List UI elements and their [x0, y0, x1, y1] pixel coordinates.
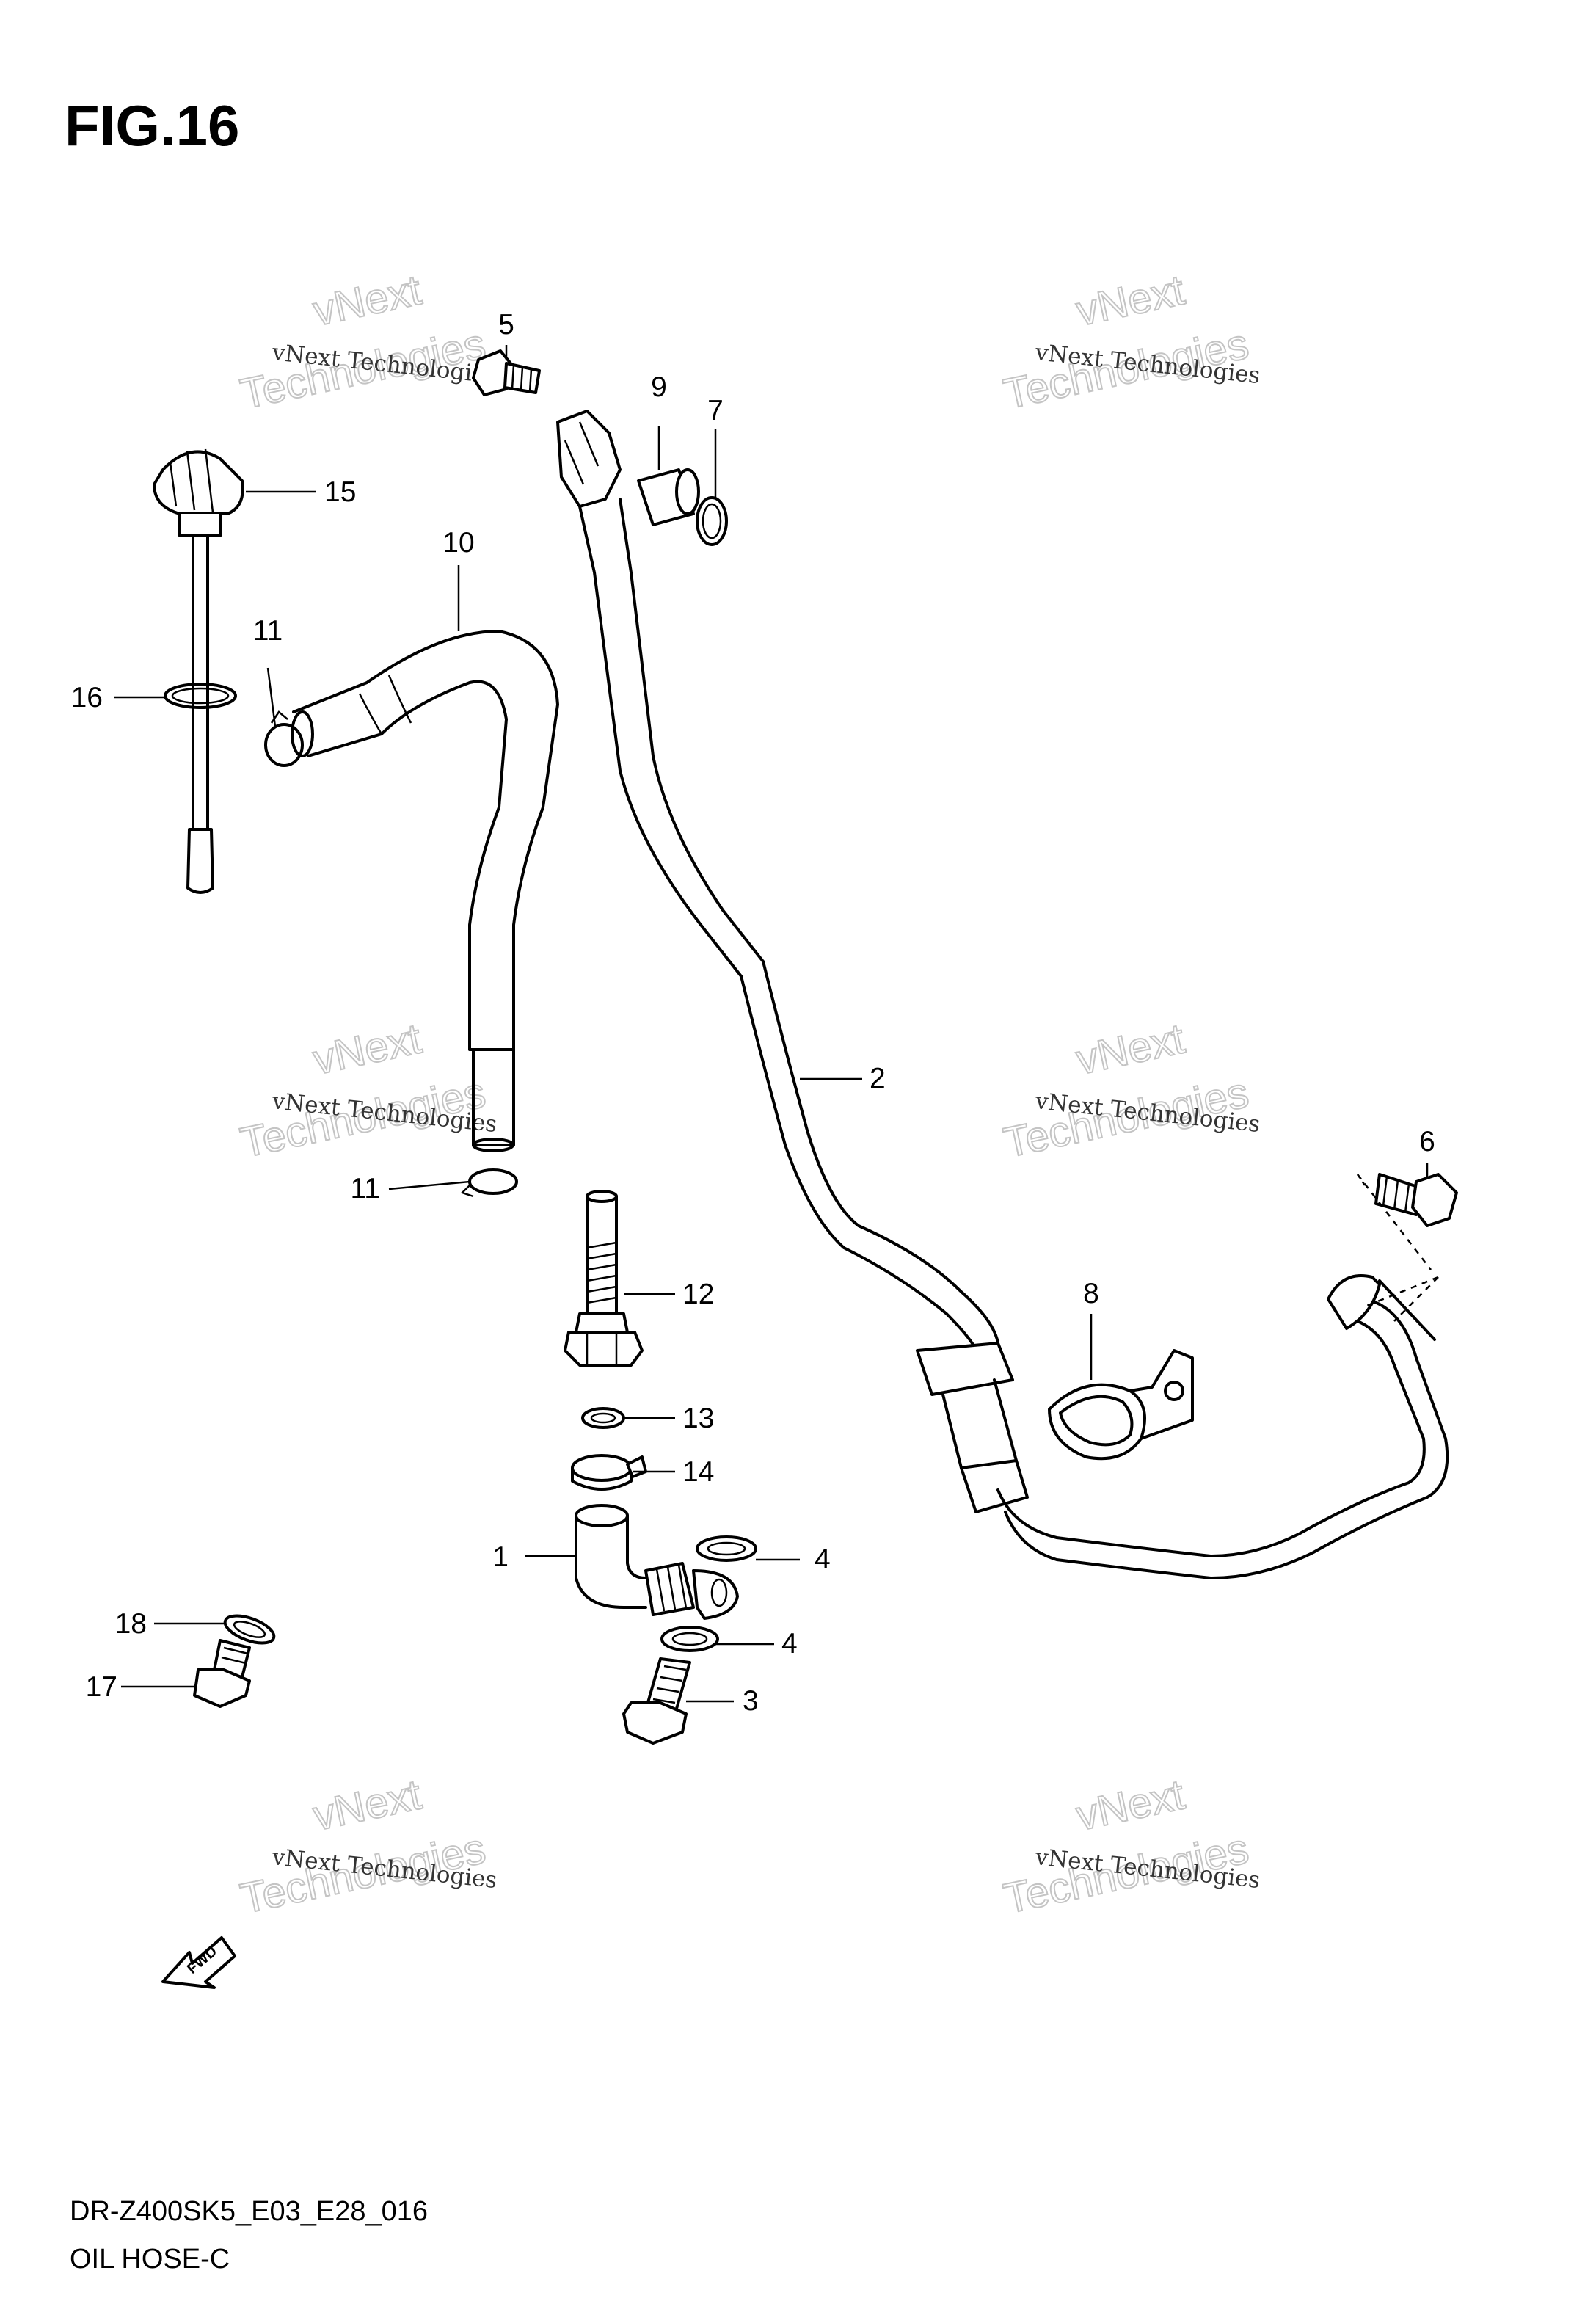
model-code: DR-Z400SK5_E03_E28_016 [70, 2196, 428, 2227]
part-2-oil-hose [556, 410, 1449, 1579]
part-18-gasket [223, 1614, 276, 1645]
callout-9: 9 [651, 371, 667, 403]
part-4-washer-bottom [660, 1626, 719, 1652]
callout-7: 7 [707, 395, 724, 426]
watermark-brand: vNext [1072, 1014, 1189, 1083]
callout-2: 2 [870, 1063, 886, 1094]
callout-15: 15 [324, 476, 356, 508]
watermark-5: vNext Technologies vNext Technologies [236, 1770, 498, 1923]
watermark-2: vNext Technologies vNext Technologies [999, 265, 1261, 418]
fwd-arrow-icon: FWD [161, 1936, 236, 1989]
watermark-brand: vNext [309, 266, 426, 335]
watermark-brand: vNext [309, 1014, 426, 1083]
part-11-clip-bottom [460, 1168, 518, 1198]
callout-4: 4 [815, 1544, 831, 1575]
watermark-6: vNext Technologies vNext Technologies [999, 1770, 1261, 1923]
watermark-brand: vNext [1072, 1770, 1189, 1839]
callout-3: 3 [743, 1685, 759, 1717]
part-13-gasket [581, 1407, 625, 1429]
part-5-bolt [472, 349, 541, 396]
watermark-1: vNext Technologies vNext Technologies [236, 265, 498, 418]
callout-8: 8 [1083, 1278, 1099, 1309]
part-7-o-ring [696, 496, 728, 546]
callout-12: 12 [682, 1279, 714, 1310]
callout-16: 16 [71, 682, 103, 713]
part-6-bolt [1356, 1173, 1458, 1322]
callout-5: 5 [498, 309, 514, 341]
callout-17: 17 [86, 1671, 117, 1703]
watermark-4: vNext Technologies vNext Technologies [999, 1014, 1261, 1167]
callout-6: 6 [1419, 1126, 1435, 1157]
part-9-collar [637, 468, 700, 526]
part-1-elbow-hose [575, 1504, 739, 1620]
part-4-washer-top [696, 1535, 757, 1562]
callouts: 1 2 3 4 4 5 6 7 8 9 10 11 11 12 13 14 15… [71, 309, 1435, 1717]
part-15-oil-filler-cap [153, 448, 244, 894]
watermark-brand: vNext [1072, 266, 1189, 335]
callout-11: 11 [351, 1173, 381, 1204]
watermark-brand: vNext [309, 1770, 426, 1839]
part-10-hose [291, 630, 559, 1152]
callout-11: 11 [253, 615, 283, 647]
part-3-union-bolt [622, 1657, 691, 1745]
figure-title: FIG.16 [65, 93, 239, 158]
part-16-o-ring [164, 683, 237, 709]
watermark-3: vNext Technologies vNext Technologies [236, 1014, 498, 1167]
callout-13: 13 [682, 1403, 714, 1434]
callout-10: 10 [442, 527, 474, 559]
part-12-switch [564, 1190, 644, 1367]
callout-18: 18 [115, 1608, 147, 1640]
callout-1: 1 [492, 1541, 509, 1573]
part-8-clamp [1048, 1349, 1194, 1461]
watermark-group: vNext Technologies vNext Technologies vN… [236, 265, 1261, 1923]
leader-lines [114, 345, 1429, 1703]
callout-14: 14 [682, 1456, 714, 1488]
callout-4: 4 [781, 1628, 798, 1660]
part-17-drain-bolt [193, 1639, 251, 1708]
section-name: OIL HOSE-C [70, 2244, 230, 2275]
